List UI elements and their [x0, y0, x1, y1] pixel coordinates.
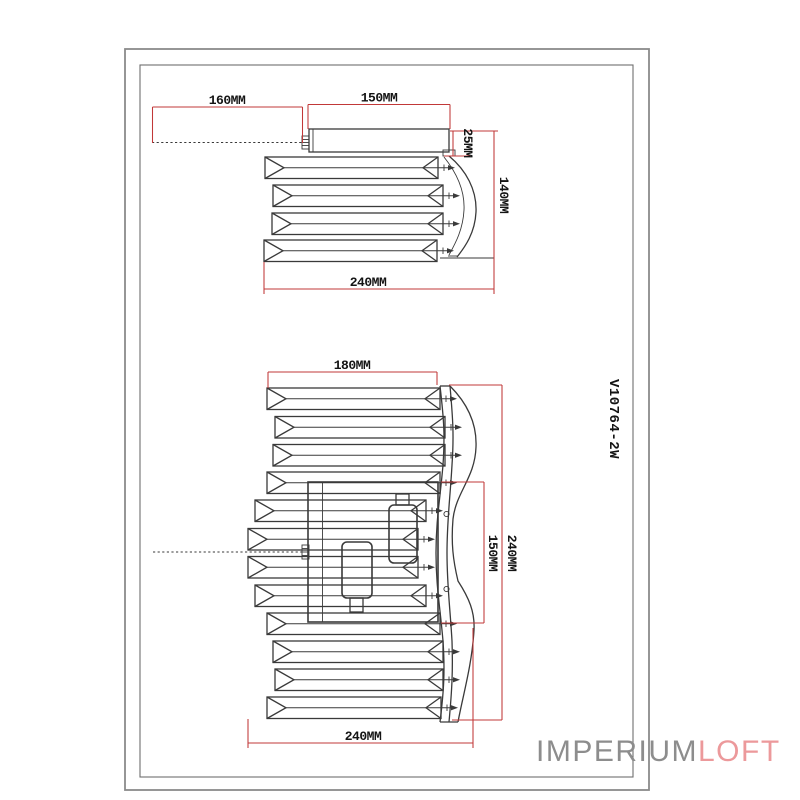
screw-hole-icon [443, 585, 450, 593]
dim-total-height: 240MM [449, 384, 519, 721]
dim-label-side-total: 240MM [350, 275, 387, 290]
dim-label-front-total: 240MM [345, 729, 382, 744]
attachment-arrow-icon [436, 508, 443, 514]
attachment-arrow-icon [450, 621, 457, 627]
sheet-border-outer [124, 48, 650, 791]
bulb-socket-lower [341, 541, 373, 613]
crystal-bar [264, 156, 455, 180]
attachment-arrow-icon [453, 677, 460, 683]
dim-housing-height: 25MM [444, 128, 498, 158]
lamp-housing [308, 128, 456, 157]
dim-arm-length: 160MM [151, 93, 304, 143]
dim-housing-width: 150MM [307, 91, 451, 129]
crystal-bar [271, 212, 460, 236]
crystal-bar [254, 584, 443, 608]
crystal-bar [254, 499, 443, 523]
front-view: 180MM 150MM 240MM 240MM [153, 358, 519, 748]
attachment-arrow-icon [447, 248, 454, 254]
crystal-bar [247, 555, 435, 579]
dim-inner-height: 150MM [441, 481, 500, 624]
crystal-bar [274, 415, 462, 439]
dim-side-total-width: 240MM [263, 262, 494, 294]
dim-label-inner-width: 180MM [334, 358, 371, 373]
brand-logo-primary: IMPERIUM [536, 735, 698, 768]
attachment-arrow-icon [453, 649, 460, 655]
attachment-arrow-icon [453, 221, 460, 227]
attachment-arrow-icon [436, 593, 443, 599]
crystal-bar [266, 612, 457, 636]
attachment-arrow-icon [455, 452, 462, 458]
attachment-arrow-icon [450, 396, 457, 402]
backplate-profile [443, 155, 477, 258]
crystal-bar [272, 640, 460, 664]
crystal-bars-front [247, 387, 462, 720]
crystal-bar [266, 696, 458, 720]
dim-label-housing-width: 150MM [361, 91, 398, 106]
attachment-arrow-icon [455, 424, 462, 430]
crystal-bars-side [263, 156, 460, 263]
arm-connector [301, 135, 310, 150]
attachment-arrow-icon [450, 480, 457, 486]
brand-logo-accent: LOFT [698, 735, 781, 768]
dim-label-total-height: 240MM [504, 535, 519, 572]
dim-inner-width: 180MM [267, 358, 438, 388]
product-code: V10764-2W [605, 379, 621, 459]
dim-front-total-width: 240MM [247, 628, 474, 748]
attachment-arrow-icon [428, 564, 435, 570]
dim-label-housing-height: 25MM [460, 128, 475, 158]
crystal-bar [247, 527, 435, 551]
dim-label-arm: 160MM [209, 93, 246, 108]
brand-logo: IMPERIUMLOFT [536, 735, 781, 769]
attachment-arrow-icon [451, 705, 458, 711]
screw-hole-icon [443, 510, 450, 518]
crystal-bar [266, 387, 457, 411]
crystal-bar [266, 471, 457, 495]
attachment-arrow-icon [428, 536, 435, 542]
dim-label-inner-height: 150MM [485, 535, 500, 572]
crystal-bar [272, 443, 462, 467]
attachment-arrow-icon [448, 165, 455, 171]
side-view: 160MM 150MM 25MM 140MM [151, 91, 511, 294]
attachment-arrow-icon [453, 193, 460, 199]
sheet-border-inner [139, 64, 634, 778]
crystal-bar [263, 239, 454, 263]
crystal-bar [272, 184, 460, 208]
dim-label-body-height: 140MM [496, 177, 511, 214]
mounting-bracket [307, 481, 439, 623]
dim-body-height: 140MM [493, 131, 511, 294]
crystal-bar [274, 668, 460, 692]
